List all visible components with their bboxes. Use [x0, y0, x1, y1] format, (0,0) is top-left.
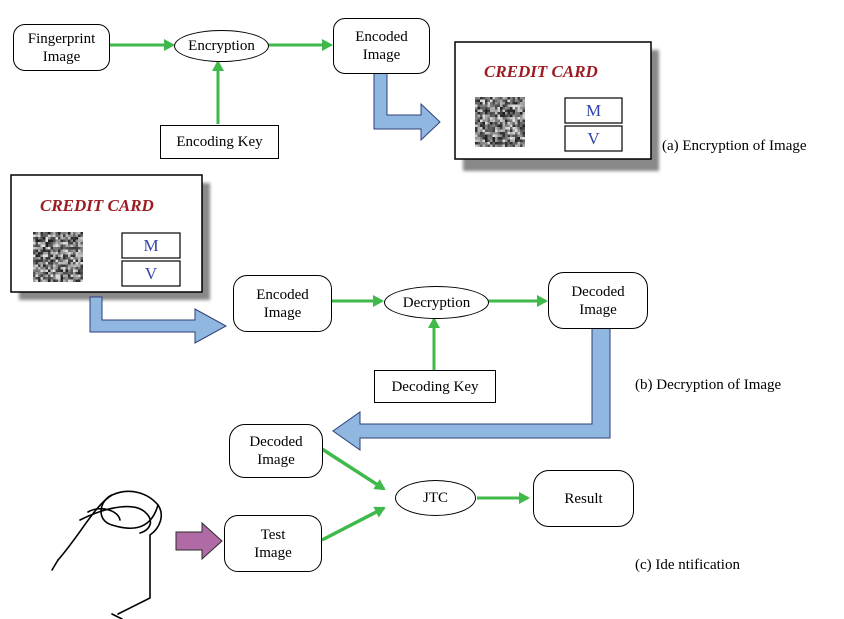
node-encryption: Encryption — [174, 30, 269, 62]
finger-icon — [51, 490, 162, 619]
node-encoded-image-mid: Encoded Image — [233, 275, 332, 332]
node-jtc-label: JTC — [422, 490, 448, 506]
node-decoded-image-bottom: Decoded Image — [229, 424, 323, 478]
block-arrow-to-card-1 — [373, 72, 441, 142]
arrow-decoded-to-jtc — [321, 447, 386, 491]
card-1-field-v: V — [587, 128, 600, 148]
node-encryption-label: Encryption — [188, 38, 255, 54]
arrow-test-to-jtc — [321, 506, 386, 542]
node-jtc: JTC — [395, 480, 476, 516]
node-decryption: Decryption — [384, 286, 489, 319]
caption-b: (b) Decryption of Image — [635, 377, 782, 393]
node-encoded-image-top-line2: Image — [362, 47, 401, 63]
node-encoded-image-mid-line2: Image — [263, 304, 302, 321]
node-test-image-line2: Image — [254, 544, 292, 561]
node-decoded-image-mid-line2: Image — [579, 301, 617, 318]
card-2-field-v-box — [121, 260, 181, 287]
node-decoding-key: Decoding Key — [374, 370, 496, 403]
node-fingerprint-image: Fingerprint Image — [13, 24, 110, 71]
node-decoded-image-bottom-line1: Decoded — [249, 434, 303, 450]
card-2-field-m: M — [143, 235, 159, 255]
card-1-field-m: M — [585, 100, 602, 120]
node-encoded-image-mid-line1: Encoded — [256, 286, 309, 303]
card-2-title: CREDIT CARD — [40, 196, 154, 215]
caption-c: (c) Ide ntification — [635, 557, 740, 573]
card-2-field-m-box — [121, 232, 181, 259]
node-encoded-image-top-line1: Encoded — [355, 29, 408, 45]
node-decoded-image-bottom-line2: Image — [257, 452, 295, 468]
node-decoding-key-label: Decoding Key — [391, 378, 479, 395]
node-result: Result — [533, 470, 634, 527]
block-arrow-decoded-down — [332, 325, 611, 451]
finger-arrow — [175, 521, 223, 561]
node-test-image: Test Image — [224, 515, 322, 572]
card-1-title: CREDIT CARD — [484, 62, 598, 81]
card-1-field-m-box — [564, 97, 623, 124]
node-fingerprint-image-line1: Fingerprint — [27, 30, 96, 47]
block-arrow-from-card-2 — [89, 296, 228, 344]
node-test-image-line1: Test — [260, 526, 286, 543]
card-2-field-v: V — [144, 263, 158, 283]
node-fingerprint-image-line2: Image — [42, 48, 81, 65]
node-decryption-label: Decryption — [402, 294, 471, 311]
node-decoded-image-mid: Decoded Image — [548, 272, 648, 329]
fingerprint-noise-icon — [33, 232, 83, 282]
caption-a: (a) Encryption of Image — [662, 138, 807, 154]
node-encoded-image-top: Encoded Image — [333, 18, 430, 74]
node-result-label: Result — [564, 490, 603, 507]
node-encoding-key-label: Encoding Key — [176, 134, 263, 150]
node-encoding-key: Encoding Key — [160, 125, 279, 159]
card-1-field-v-box — [564, 125, 623, 152]
fingerprint-noise-icon — [475, 97, 525, 147]
node-decoded-image-mid-line1: Decoded — [571, 283, 625, 300]
